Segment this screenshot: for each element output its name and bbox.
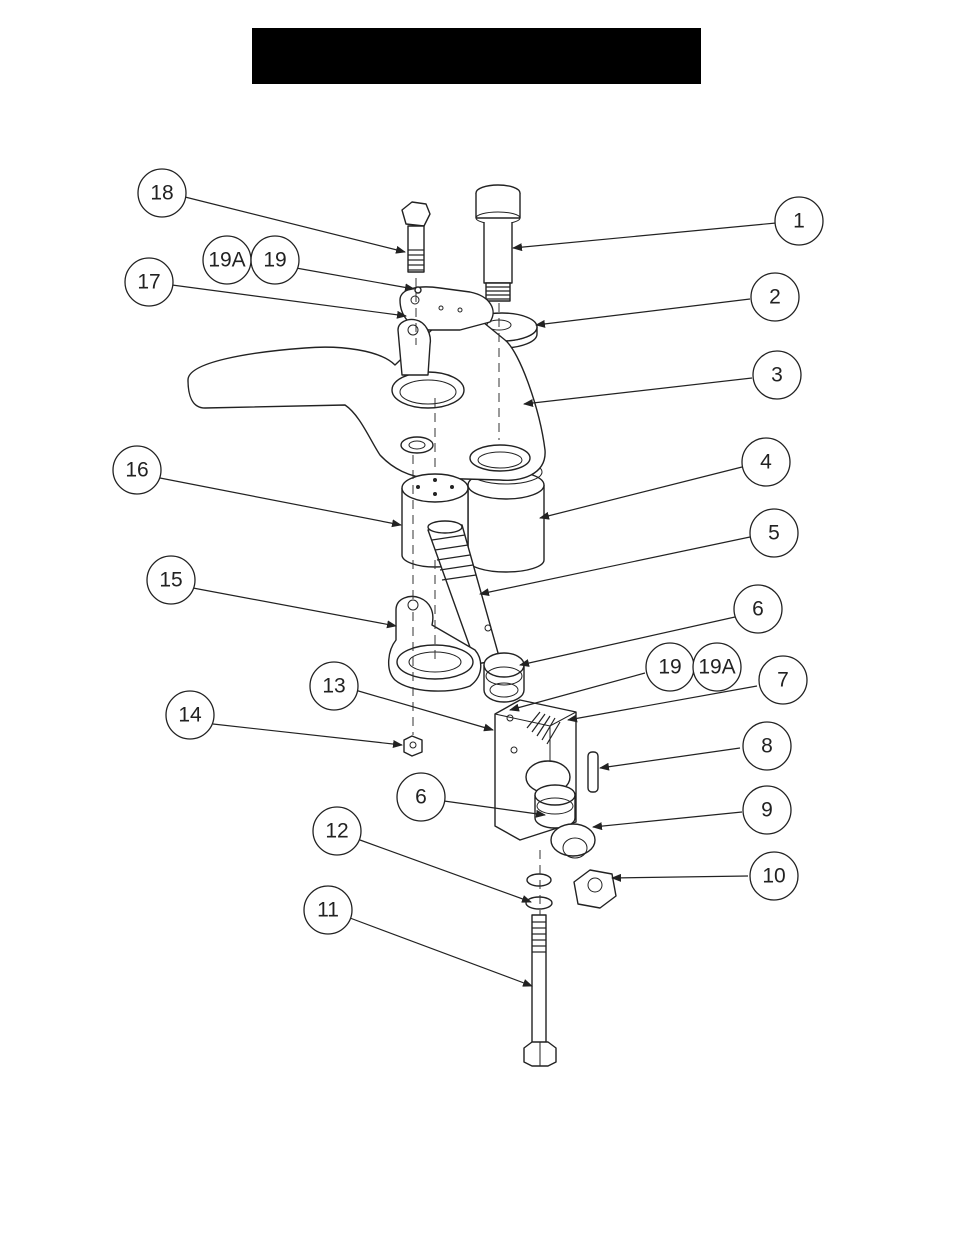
svg-text:16: 16 — [125, 459, 148, 482]
callout-3: 3 — [753, 351, 801, 399]
svg-text:2: 2 — [769, 286, 781, 309]
callout-1: 1 — [775, 197, 823, 245]
callout-16: 16 — [113, 446, 161, 494]
svg-text:13: 13 — [322, 675, 345, 698]
part-12-washers — [526, 874, 552, 909]
callout-6-top: 6 — [734, 585, 782, 633]
callout-17: 17 — [125, 258, 173, 306]
callout-11: 11 — [304, 886, 352, 934]
part-10-nut — [574, 870, 616, 908]
part-6-bushing-top — [484, 653, 524, 702]
part-19-screw-top — [415, 287, 421, 293]
part-11-long-bolt — [524, 915, 556, 1066]
callout-9: 9 — [743, 786, 791, 834]
svg-text:3: 3 — [771, 364, 783, 387]
callout-19a-mid: 19A — [693, 643, 741, 691]
part-8-pin — [588, 752, 598, 792]
svg-text:19: 19 — [658, 656, 681, 679]
callout-14: 14 — [166, 691, 214, 739]
svg-text:12: 12 — [325, 820, 348, 843]
svg-text:17: 17 — [137, 271, 160, 294]
callout-2: 2 — [751, 273, 799, 321]
callout-12: 12 — [313, 807, 361, 855]
part-3-handle-arm — [188, 313, 545, 480]
svg-text:18: 18 — [150, 182, 173, 205]
svg-text:4: 4 — [760, 451, 772, 474]
svg-text:19A: 19A — [208, 249, 245, 272]
svg-text:7: 7 — [777, 669, 789, 692]
callout-19-mid: 19 — [646, 643, 694, 691]
svg-text:15: 15 — [159, 569, 182, 592]
svg-text:19A: 19A — [698, 656, 735, 679]
callout-15: 15 — [147, 556, 195, 604]
svg-text:11: 11 — [317, 899, 339, 922]
svg-text:1: 1 — [793, 210, 805, 233]
callout-19a-top: 19A — [203, 236, 251, 284]
callout-5: 5 — [750, 509, 798, 557]
svg-text:5: 5 — [768, 522, 780, 545]
callout-18: 18 — [138, 169, 186, 217]
svg-text:6: 6 — [415, 786, 427, 809]
callout-4: 4 — [742, 438, 790, 486]
part-6-bushing-mid — [535, 785, 575, 828]
svg-text:8: 8 — [761, 735, 773, 758]
part-14-small-nut — [404, 736, 422, 756]
callout-6-mid: 6 — [397, 773, 445, 821]
part-1-shoulder-bolt — [476, 185, 520, 301]
callout-8: 8 — [743, 722, 791, 770]
svg-text:19: 19 — [263, 249, 286, 272]
callout-10: 10 — [750, 852, 798, 900]
part-18-hex-bolt — [402, 202, 430, 272]
svg-text:9: 9 — [761, 799, 773, 822]
callout-7: 7 — [759, 656, 807, 704]
svg-text:6: 6 — [752, 598, 764, 621]
callout-13: 13 — [310, 662, 358, 710]
svg-text:10: 10 — [762, 865, 785, 888]
part-9-ring — [551, 824, 595, 858]
svg-text:14: 14 — [178, 704, 202, 727]
callout-19-top: 19 — [251, 236, 299, 284]
